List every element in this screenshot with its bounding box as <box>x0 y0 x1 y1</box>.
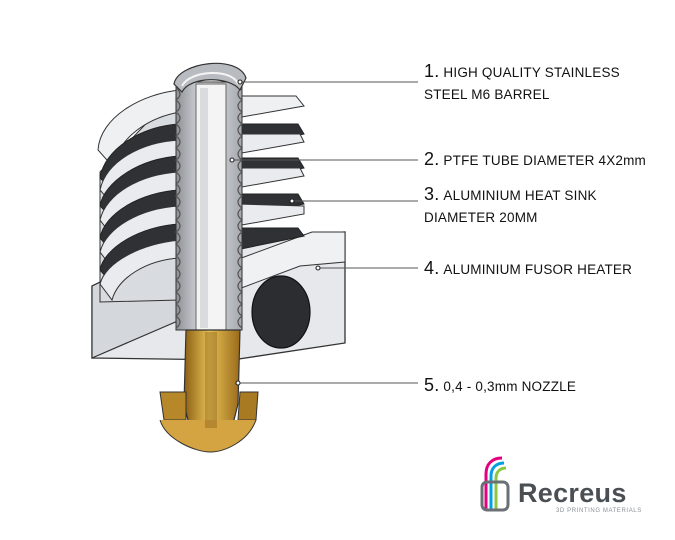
brass-nozzle <box>159 329 259 453</box>
callout-line2: STEEL M6 BARREL <box>424 87 550 102</box>
callout-nozzle: 5.0,4 - 0,3mm NOZZLE <box>424 374 576 398</box>
callout-heater: 4.ALUMINIUM FUSOR HEATER <box>424 257 632 281</box>
callout-heat-sink: 3.ALUMINIUM HEAT SINK DIAMETER 20MM <box>424 183 597 229</box>
steel-barrel <box>173 62 247 333</box>
callout-line1: ALUMINIUM FUSOR HEATER <box>443 262 633 277</box>
callout-number: 2. <box>424 149 440 169</box>
logo-tagline: 3D PRINTING MATERIALS <box>556 508 642 514</box>
callout-number: 3. <box>424 184 440 204</box>
recreus-logo-icon <box>480 456 510 512</box>
callout-line2: DIAMETER 20MM <box>424 210 538 225</box>
callout-line1: 0,4 - 0,3mm NOZZLE <box>443 379 577 394</box>
callout-number: 5. <box>424 375 440 395</box>
callout-number: 4. <box>424 258 440 278</box>
recreus-logo: Recreus 3D PRINTING MATERIALS <box>478 452 648 518</box>
callout-barrel: 1.HIGH QUALITY STAINLESS STEEL M6 BARREL <box>424 60 620 106</box>
callout-line1: PTFE TUBE DIAMETER 4X2mm <box>443 153 647 168</box>
callout-line1: ALUMINIUM HEAT SINK <box>443 188 597 203</box>
logo-wordmark: Recreus <box>518 478 627 508</box>
callout-line1: HIGH QUALITY STAINLESS <box>443 65 620 80</box>
callout-number: 1. <box>424 61 440 81</box>
leader-lines <box>229 79 418 386</box>
heater-cartridge-hole <box>251 275 311 349</box>
callout-ptfe-tube: 2.PTFE TUBE DIAMETER 4X2mm <box>424 148 646 172</box>
heat-sink <box>97 86 305 303</box>
